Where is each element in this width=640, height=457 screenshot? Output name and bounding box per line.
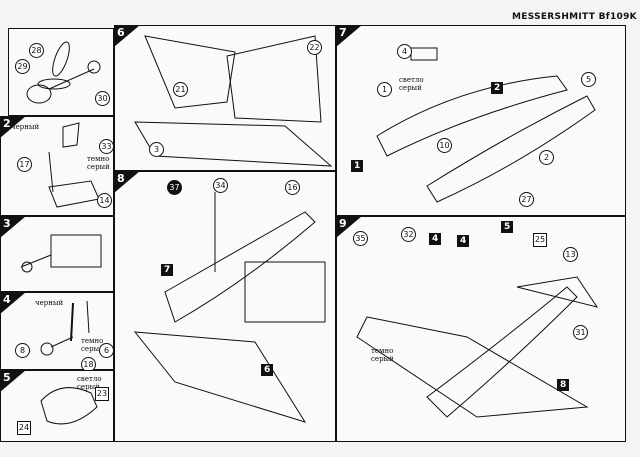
step-flag xyxy=(0,216,26,238)
step-ref-4: 4 xyxy=(457,235,470,247)
step-number: 8 xyxy=(117,172,125,185)
propeller-drawing xyxy=(26,41,101,104)
part-16: 16 xyxy=(285,180,300,195)
part-4: 4 xyxy=(397,44,412,59)
step-3-panel: 3 xyxy=(0,216,114,292)
fuselage-halves-drawing xyxy=(376,47,596,203)
wing-assembly-drawing xyxy=(134,35,333,167)
part-2: 2 xyxy=(539,150,554,165)
step-number: 2 xyxy=(3,117,11,130)
part-8: 8 xyxy=(15,343,30,358)
part-25: 25 xyxy=(533,233,547,247)
part-13: 13 xyxy=(563,247,578,262)
color-label: темно серый xyxy=(371,347,394,363)
final-assembly-drawing xyxy=(356,276,599,418)
color-label: черный xyxy=(11,123,40,131)
step-number: 3 xyxy=(3,217,11,230)
step-number: 5 xyxy=(3,371,11,384)
color-label: черный xyxy=(35,299,64,307)
color-label: темно серый xyxy=(87,155,110,171)
step-4-panel: 4 черный темно серый 8 18 6 xyxy=(0,292,114,372)
part-3: 3 xyxy=(149,142,164,157)
drop-tank-drawing xyxy=(40,387,98,425)
color-label: темно серый xyxy=(81,337,104,353)
step-ref-1: 1 xyxy=(351,160,364,172)
step-number: 7 xyxy=(339,26,347,39)
part-5: 5 xyxy=(581,72,596,87)
part-35: 35 xyxy=(353,231,368,246)
part-33: 33 xyxy=(99,139,114,154)
part-6: 6 xyxy=(99,343,114,358)
step-ref-5: 5 xyxy=(501,221,514,233)
part-10: 10 xyxy=(437,138,452,153)
step-flag xyxy=(0,292,26,314)
step-number: 4 xyxy=(3,293,11,306)
color-label: светло серый xyxy=(399,76,424,92)
step-flag xyxy=(0,116,26,138)
part-24: 24 xyxy=(17,421,31,435)
step-ref-6: 6 xyxy=(261,364,274,376)
step-ref-7: 7 xyxy=(161,264,174,276)
step-6-panel: 6 21 22 3 xyxy=(114,25,336,171)
part-21: 21 xyxy=(173,82,188,97)
part-28: 28 xyxy=(29,43,44,58)
step-flag xyxy=(336,25,362,47)
step-ref-2: 2 xyxy=(491,82,504,94)
part-27: 27 xyxy=(519,192,534,207)
fuselage-assembly-drawing xyxy=(133,192,326,423)
step-2-panel: 2 черный темно серый 33 17 14 xyxy=(0,116,114,216)
step-number: 9 xyxy=(339,217,347,230)
step-ref-4: 4 xyxy=(429,233,442,245)
step-flag xyxy=(0,370,26,392)
part-22: 22 xyxy=(307,40,322,55)
step-1-panel: 28 29 30 xyxy=(8,28,114,116)
part-31: 31 xyxy=(573,325,588,340)
step-5-panel: 5 светло серый 23 24 xyxy=(0,370,114,442)
step-ref-8: 8 xyxy=(557,379,570,391)
step-number: 6 xyxy=(117,26,125,39)
step-flag xyxy=(114,171,140,193)
part-23: 23 xyxy=(95,387,109,401)
engine-drawing xyxy=(20,234,102,273)
sheet-title: MESSERSHMITT Bf109K xyxy=(512,12,637,22)
part-14: 14 xyxy=(97,193,112,208)
part-34: 34 xyxy=(213,178,228,193)
step-7-panel: 7 4 1 светло серый 5 10 2 27 2 1 xyxy=(336,25,626,216)
step-flag xyxy=(114,25,140,47)
part-17: 17 xyxy=(17,157,32,172)
landing-gear-drawing xyxy=(40,300,90,356)
part-1: 1 xyxy=(377,82,392,97)
part-30: 30 xyxy=(95,91,110,106)
color-label: светло серый xyxy=(77,375,102,391)
part-29: 29 xyxy=(15,59,30,74)
step-8-panel: 8 37 34 16 7 6 xyxy=(114,171,336,442)
part-32: 32 xyxy=(401,227,416,242)
step-9-panel: 9 35 32 25 13 31 4 4 5 8 темно серый xyxy=(336,216,626,442)
part-37: 37 xyxy=(167,180,182,195)
